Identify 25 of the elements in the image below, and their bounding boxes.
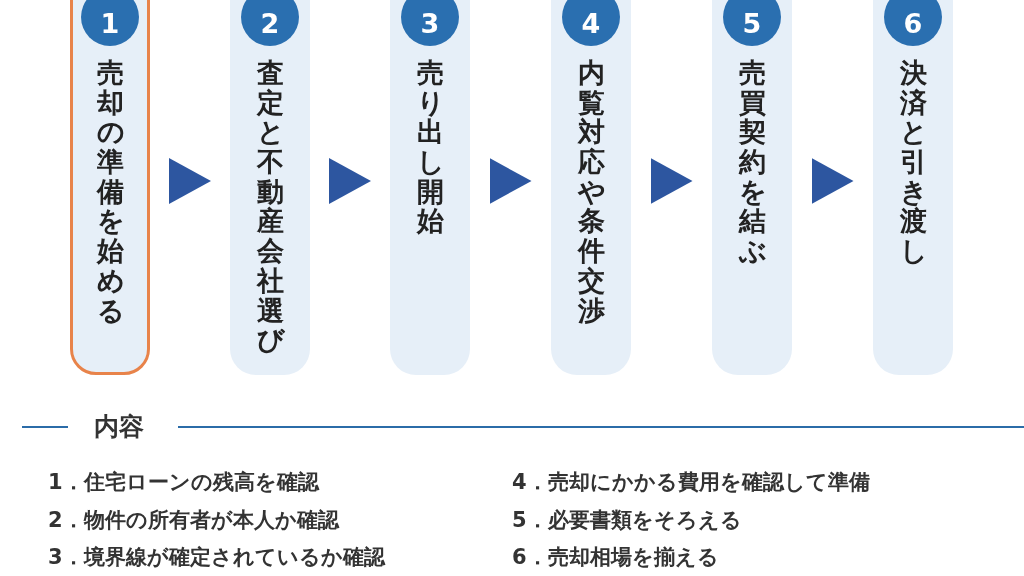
step-card <box>551 0 631 375</box>
step-number: 1 <box>81 0 139 46</box>
step-title: 決済と引き渡し <box>899 58 927 266</box>
list-item: 1．住宅ローンの残高を確認 <box>48 470 319 496</box>
step-number: 6 <box>884 0 942 46</box>
step-card <box>712 0 792 375</box>
step-card <box>70 0 150 375</box>
step-number: 4 <box>562 0 620 46</box>
list-item: 4．売却にかかる費用を確認して準備 <box>512 470 870 496</box>
list-item: 3．境界線が確定されているか確認 <box>48 545 385 571</box>
list-item: 5．必要書類をそろえる <box>512 508 742 534</box>
step-title: 売り出し開始 <box>416 58 444 237</box>
list-item: 6．売却相場を揃える <box>512 545 719 571</box>
step-number: 2 <box>241 0 299 46</box>
step-number: 3 <box>401 0 459 46</box>
step-card <box>390 0 470 375</box>
step-card <box>873 0 953 375</box>
step-title: 査定と不動産会社選び <box>256 58 284 355</box>
list-item: 2．物件の所有者が本人か確認 <box>48 508 339 534</box>
step-title: 売却の準備を始める <box>96 58 124 326</box>
step-number: 5 <box>723 0 781 46</box>
step-title: 売買契約を結ぶ <box>738 58 766 266</box>
section-heading: 内容 <box>94 411 144 443</box>
step-title: 内覧対応や条件交渉 <box>577 58 605 326</box>
step-card <box>230 0 310 375</box>
